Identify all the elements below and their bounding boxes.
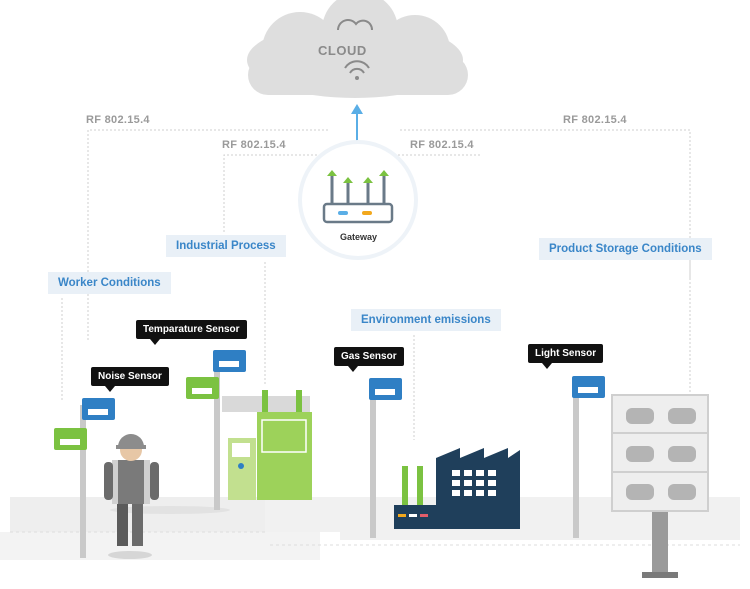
category-industrial-process: Industrial Process (166, 235, 286, 257)
callout-temperature-sensor: Temparature Sensor (136, 320, 247, 345)
callout-light-sensor: Light Sensor (528, 344, 604, 369)
rf-label-center-right: RF 802.15.4 (410, 139, 474, 151)
rf-label-right: RF 802.15.4 (563, 114, 627, 126)
worker-figure (104, 434, 159, 559)
gateway-node (298, 140, 418, 260)
category-environment-emissions: Environment emissions (351, 309, 501, 331)
cloud-icon (247, 0, 468, 98)
callout-noise-sensor: Noise Sensor (91, 367, 169, 392)
callout-gas-sensor: Gas Sensor (334, 347, 404, 372)
rf-label-left: RF 802.15.4 (86, 114, 150, 126)
sensor-poles (80, 368, 579, 558)
factory-building (394, 448, 520, 529)
category-worker-conditions: Worker Conditions (48, 272, 171, 294)
storage-rack (611, 394, 709, 578)
industrial-machine (222, 390, 312, 500)
rf-label-center-left: RF 802.15.4 (222, 139, 286, 151)
cloud-label: CLOUD (318, 43, 367, 58)
gateway-label: Gateway (340, 232, 378, 242)
rf-connection-lines (61, 129, 691, 440)
category-product-storage: Product Storage Conditions (539, 238, 712, 260)
sensor-boxes (54, 350, 605, 450)
